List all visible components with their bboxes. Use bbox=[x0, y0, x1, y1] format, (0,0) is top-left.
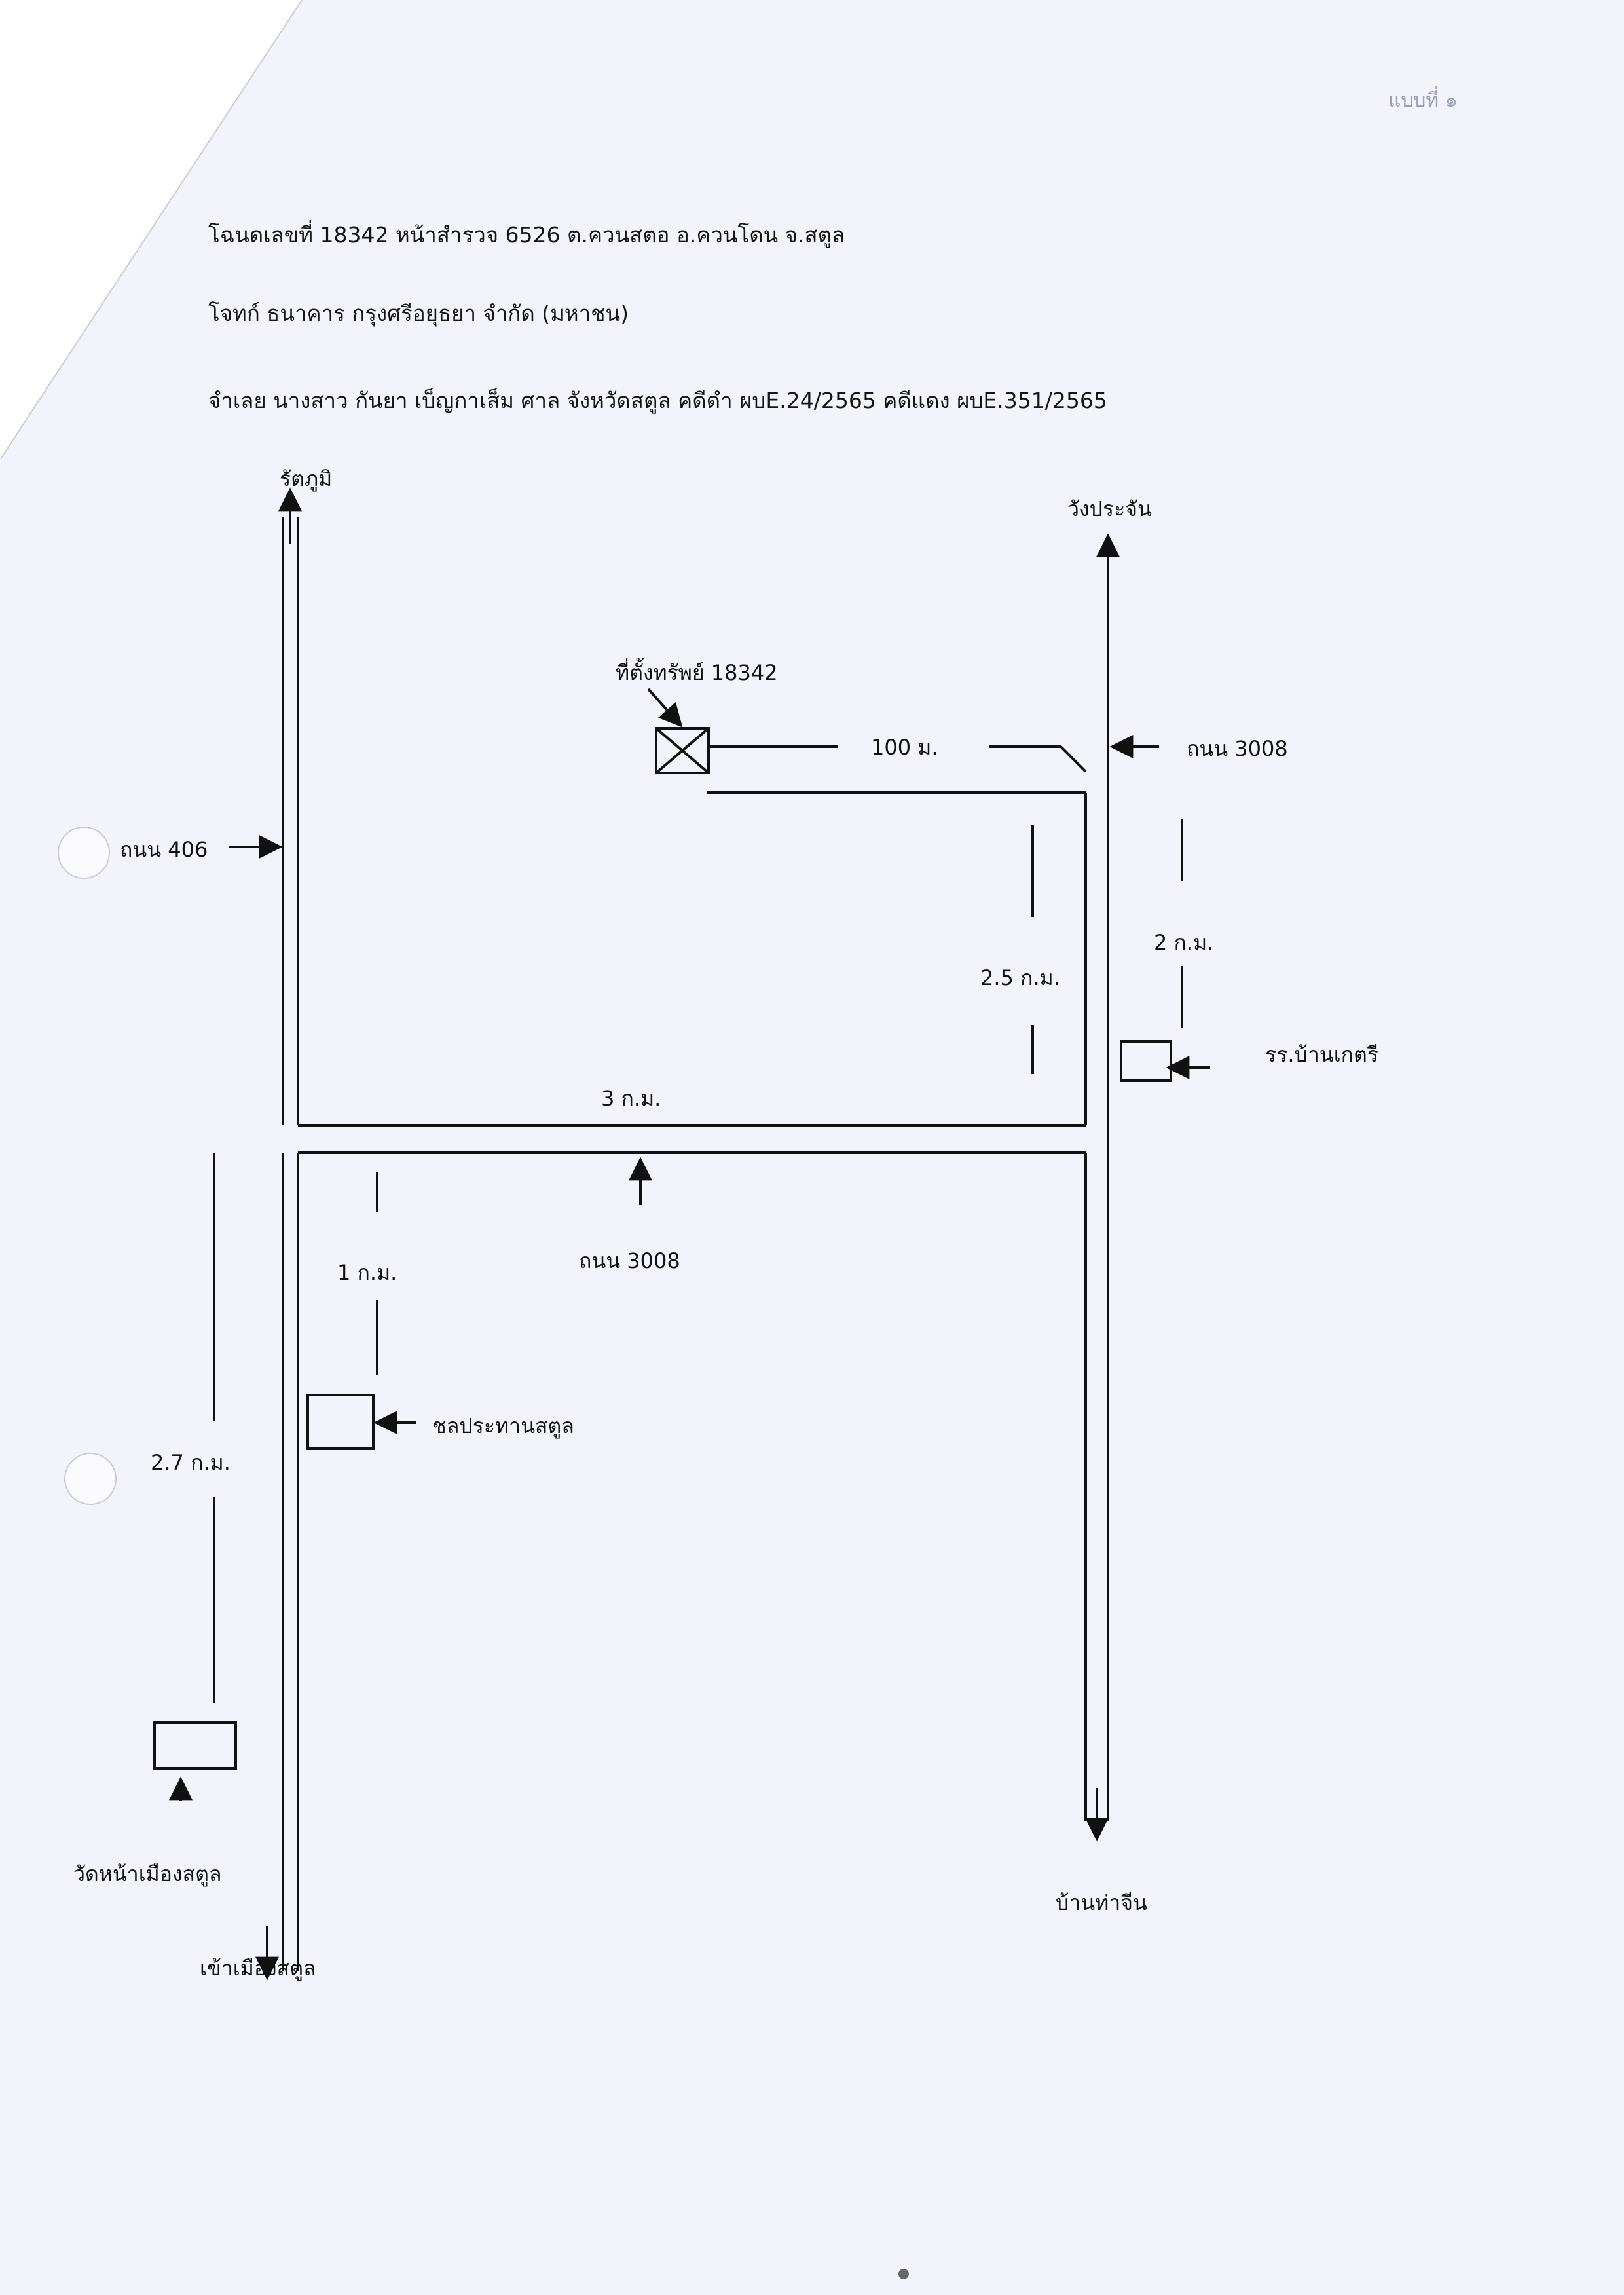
label-distance-27km: 2.7 ก.ม. bbox=[151, 1450, 231, 1475]
label-distance-1km: 1 ก.ม. bbox=[337, 1260, 397, 1285]
irrigation-box bbox=[306, 1394, 375, 1450]
label-rattaphum: รัตภูมิ bbox=[280, 466, 333, 491]
school-box bbox=[1120, 1040, 1172, 1082]
label-school-ban-ketri: รร.บ้านเกตรี bbox=[1265, 1042, 1378, 1067]
punch-hole-bottom bbox=[64, 1453, 117, 1505]
temple-box bbox=[153, 1721, 237, 1770]
label-wang-prachan: วังประจัน bbox=[1067, 496, 1152, 521]
label-road-406: ถนน 406 bbox=[120, 837, 208, 862]
label-to-satun-city: เข้าเมืองสตูล bbox=[200, 1956, 316, 1981]
defendant-line: จำเลย นางสาว กันยา เบ็ญกาเส็ม ศาล จังหวั… bbox=[208, 388, 1107, 413]
deed-line: โฉนดเลขที่ 18342 หน้าสำรวจ 6526 ต.ควนสตอ… bbox=[208, 222, 845, 248]
punch-hole-top bbox=[58, 827, 110, 879]
property-marker-box bbox=[655, 727, 710, 774]
label-distance-2km: 2 ก.ม. bbox=[1154, 930, 1214, 955]
label-distance-3km: 3 ก.ม. bbox=[601, 1086, 661, 1111]
label-property-18342: ที่ตั้งทรัพย์ 18342 bbox=[616, 660, 778, 685]
label-road-3008-top: ถนน 3008 bbox=[1187, 736, 1288, 761]
label-distance-25km: 2.5 ก.ม. bbox=[980, 965, 1060, 990]
scan-speck bbox=[898, 2269, 909, 2279]
label-irrigation-satun: ชลประทานสตูล bbox=[432, 1413, 574, 1438]
label-distance-100m: 100 ม. bbox=[871, 735, 938, 760]
label-ban-tha-chin: บ้านท่าจีน bbox=[1056, 1890, 1147, 1915]
label-temple-na-mueang: วัดหน้าเมืองสตูล bbox=[73, 1861, 222, 1886]
plaintiff-line: โจทก์ ธนาคาร กรุงศรีอยุธยา จำกัด (มหาชน) bbox=[208, 301, 629, 326]
access-road-corner bbox=[1060, 745, 1087, 773]
page-number: แบบที่ ๑ bbox=[1388, 89, 1458, 112]
property-pointer-arrow bbox=[647, 688, 683, 728]
label-road-3008-bottom: ถนน 3008 bbox=[579, 1248, 680, 1273]
